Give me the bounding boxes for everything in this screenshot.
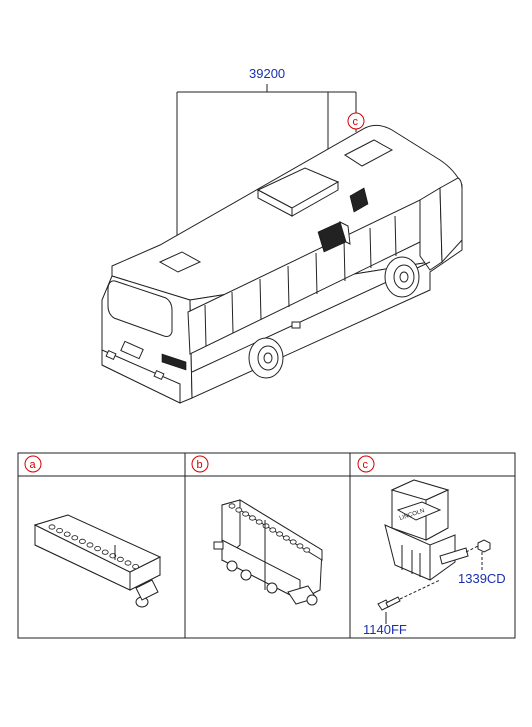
terminal-pin (109, 553, 117, 559)
terminal-pin (86, 542, 94, 548)
part-number-1339CD: 1339CD (458, 571, 506, 586)
detail-c-relay-module: LINCOLN (377, 479, 491, 624)
component-b-on-bus (317, 221, 351, 253)
table-header-a: a (24, 455, 42, 473)
detail-a-junction-block (33, 514, 162, 608)
terminal-pin (255, 519, 263, 525)
terminal-pin (71, 535, 79, 541)
component-a-on-bus (161, 353, 187, 371)
terminal-pin (63, 531, 71, 537)
terminal-pin (124, 560, 132, 566)
terminal-pin (56, 527, 63, 534)
detail-b-junction-block (213, 499, 323, 606)
svg-text:b: b (197, 459, 203, 471)
terminal-pin (269, 527, 277, 533)
svg-text:c: c (363, 459, 369, 471)
svg-text:a: a (30, 459, 37, 471)
table-header-c: c (357, 455, 375, 473)
terminal-pin (242, 511, 250, 517)
terminal-pin (48, 524, 56, 530)
terminal-pin (235, 507, 243, 513)
part-number-1140FF: 1140FF (363, 622, 407, 637)
terminal-pin (117, 556, 124, 563)
detail-table (17, 452, 516, 639)
terminal-pin (276, 531, 284, 537)
component-c-on-bus (349, 187, 369, 213)
terminal-pin (132, 563, 140, 570)
terminal-pin (282, 535, 290, 541)
callout-c-bus: c (347, 112, 365, 130)
terminal-pin (262, 523, 270, 529)
terminal-pin (101, 549, 109, 555)
terminal-pin (228, 503, 236, 509)
assembly-number: 39200 (249, 66, 285, 81)
svg-text:c: c (353, 116, 359, 128)
terminal-pin (94, 545, 101, 552)
terminal-pin (248, 515, 256, 521)
terminal-pin (303, 547, 311, 553)
terminal-pin (79, 538, 86, 545)
table-header-b: b (191, 455, 209, 473)
terminal-pin (296, 543, 304, 549)
terminal-pin (289, 539, 297, 545)
bus-illustration (101, 124, 463, 404)
